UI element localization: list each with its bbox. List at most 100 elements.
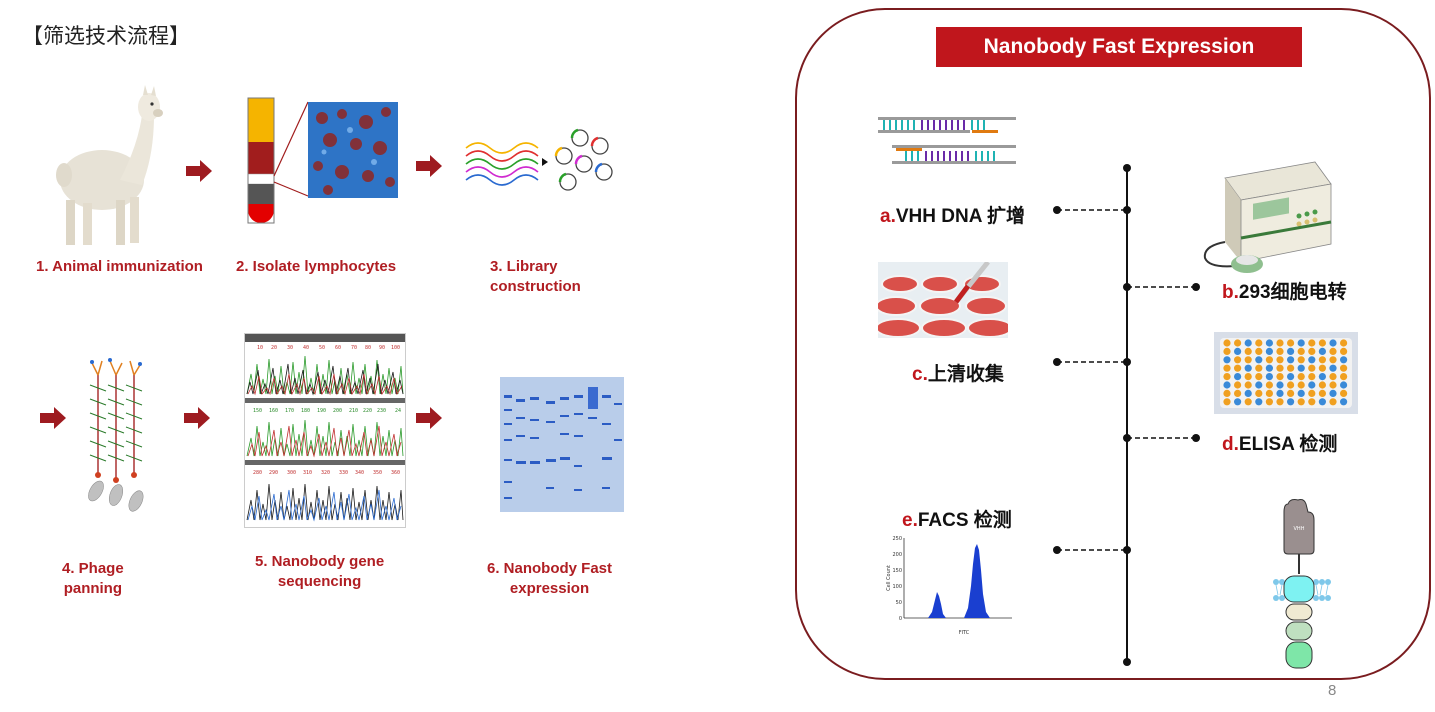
elisa-well bbox=[1244, 389, 1252, 397]
elisa-well bbox=[1223, 398, 1231, 406]
facs-ytick: 200 bbox=[892, 552, 902, 558]
step-3-label-line2: construction bbox=[490, 278, 581, 295]
petri-dish-image bbox=[878, 262, 1008, 338]
elisa-well bbox=[1287, 339, 1295, 347]
elisa-well bbox=[1329, 364, 1337, 372]
elisa-well bbox=[1223, 347, 1231, 355]
chromatogram-plot: 10 20 30 40 50 60 70 80 90 100 150 160 1… bbox=[245, 334, 405, 522]
seq-tick: 360 bbox=[391, 470, 400, 476]
seq-tick: 90 bbox=[379, 345, 385, 351]
seq-tick: 20 bbox=[271, 345, 277, 351]
seq-tick: 80 bbox=[365, 345, 371, 351]
elisa-well bbox=[1340, 364, 1348, 372]
elisa-well bbox=[1287, 347, 1295, 355]
elisa-well bbox=[1276, 389, 1284, 397]
expression-panel bbox=[795, 8, 1431, 680]
elisa-well bbox=[1276, 381, 1284, 389]
elisa-well bbox=[1297, 356, 1305, 364]
elisa-well bbox=[1223, 389, 1231, 397]
elisa-well bbox=[1287, 381, 1295, 389]
step-3-label: 3. Library construction bbox=[490, 257, 581, 297]
blood-tube-image bbox=[247, 97, 398, 224]
seq-tick: 320 bbox=[321, 470, 330, 476]
step-d-key: d. bbox=[1222, 434, 1239, 455]
step-c-key: c. bbox=[912, 364, 928, 385]
seq-tick: 340 bbox=[355, 470, 364, 476]
electroporator-image bbox=[1203, 161, 1332, 273]
elisa-well bbox=[1244, 381, 1252, 389]
elisa-well bbox=[1276, 398, 1284, 406]
dna-strand-image bbox=[878, 117, 1016, 164]
step-5-label: 5. Nanobody gene sequencing bbox=[255, 552, 384, 592]
elisa-well bbox=[1255, 364, 1263, 372]
elisa-well bbox=[1276, 356, 1284, 364]
step-b-text: 293细胞电转 bbox=[1238, 282, 1347, 303]
elisa-well bbox=[1265, 356, 1273, 364]
library-image bbox=[465, 128, 613, 191]
seq-tick: 220 bbox=[363, 408, 372, 414]
facs-ytick: 50 bbox=[896, 600, 902, 606]
elisa-well bbox=[1308, 373, 1316, 381]
elisa-well bbox=[1265, 339, 1273, 347]
arrow-right-icon bbox=[186, 160, 212, 182]
elisa-well bbox=[1265, 373, 1273, 381]
seq-tick: 350 bbox=[373, 470, 382, 476]
elisa-well bbox=[1318, 364, 1326, 372]
elisa-well bbox=[1276, 347, 1284, 355]
elisa-well bbox=[1234, 373, 1242, 381]
elisa-well bbox=[1308, 347, 1316, 355]
seq-tick: 70 bbox=[351, 345, 357, 351]
facs-histogram: 250 200 150 100 50 0 Cell Count FITC bbox=[886, 536, 1012, 636]
elisa-well bbox=[1297, 364, 1305, 372]
arrow-right-icon bbox=[40, 407, 66, 429]
facs-ytick: 250 bbox=[892, 536, 902, 542]
elisa-well bbox=[1329, 356, 1337, 364]
arrow-right-icon bbox=[416, 407, 442, 429]
elisa-well bbox=[1287, 356, 1295, 364]
step-4-label: 4. Phage panning bbox=[62, 559, 124, 599]
elisa-well bbox=[1244, 364, 1252, 372]
elisa-well bbox=[1244, 373, 1252, 381]
elisa-well bbox=[1265, 389, 1273, 397]
elisa-well bbox=[1223, 373, 1231, 381]
seq-tick: 200 bbox=[333, 408, 342, 414]
step-5-label-line2: sequencing bbox=[277, 573, 362, 590]
step-b-label: b.293细胞电转 bbox=[1222, 277, 1347, 304]
elisa-well bbox=[1340, 356, 1348, 364]
elisa-well bbox=[1234, 364, 1242, 372]
step-2-label: 2. Isolate lymphocytes bbox=[236, 258, 397, 275]
facs-ytick: 100 bbox=[892, 584, 902, 590]
step-d-label: d.ELISA 检测 bbox=[1222, 429, 1337, 456]
seq-tick: 40 bbox=[303, 345, 309, 351]
elisa-well bbox=[1308, 339, 1316, 347]
step-a-text: VHH DNA 扩增 bbox=[895, 206, 1025, 227]
seq-tick: 24 bbox=[395, 408, 401, 414]
elisa-well bbox=[1244, 398, 1252, 406]
elisa-well bbox=[1276, 339, 1284, 347]
elisa-well bbox=[1318, 347, 1326, 355]
elisa-well bbox=[1244, 356, 1252, 364]
elisa-well bbox=[1255, 339, 1263, 347]
elisa-well bbox=[1297, 389, 1305, 397]
elisa-well bbox=[1318, 356, 1326, 364]
phage-image bbox=[88, 358, 144, 512]
elisa-well bbox=[1297, 347, 1305, 355]
elisa-well bbox=[1255, 381, 1263, 389]
elisa-well bbox=[1318, 339, 1326, 347]
seq-tick: 60 bbox=[335, 345, 341, 351]
alpaca-image bbox=[56, 85, 163, 245]
elisa-well bbox=[1297, 373, 1305, 381]
step-e-key: e. bbox=[902, 510, 918, 531]
seq-tick: 150 bbox=[253, 408, 262, 414]
seq-tick: 10 bbox=[257, 345, 263, 351]
elisa-well bbox=[1223, 381, 1231, 389]
elisa-well bbox=[1340, 389, 1348, 397]
facs-ylabel: Cell Count bbox=[886, 565, 892, 591]
elisa-well bbox=[1234, 347, 1242, 355]
seq-tick: 170 bbox=[285, 408, 294, 414]
elisa-well bbox=[1308, 389, 1316, 397]
elisa-well bbox=[1340, 347, 1348, 355]
workflow-timeline bbox=[1053, 164, 1200, 666]
step-a-label: a.VHH DNA 扩增 bbox=[880, 201, 1025, 228]
elisa-well bbox=[1318, 381, 1326, 389]
